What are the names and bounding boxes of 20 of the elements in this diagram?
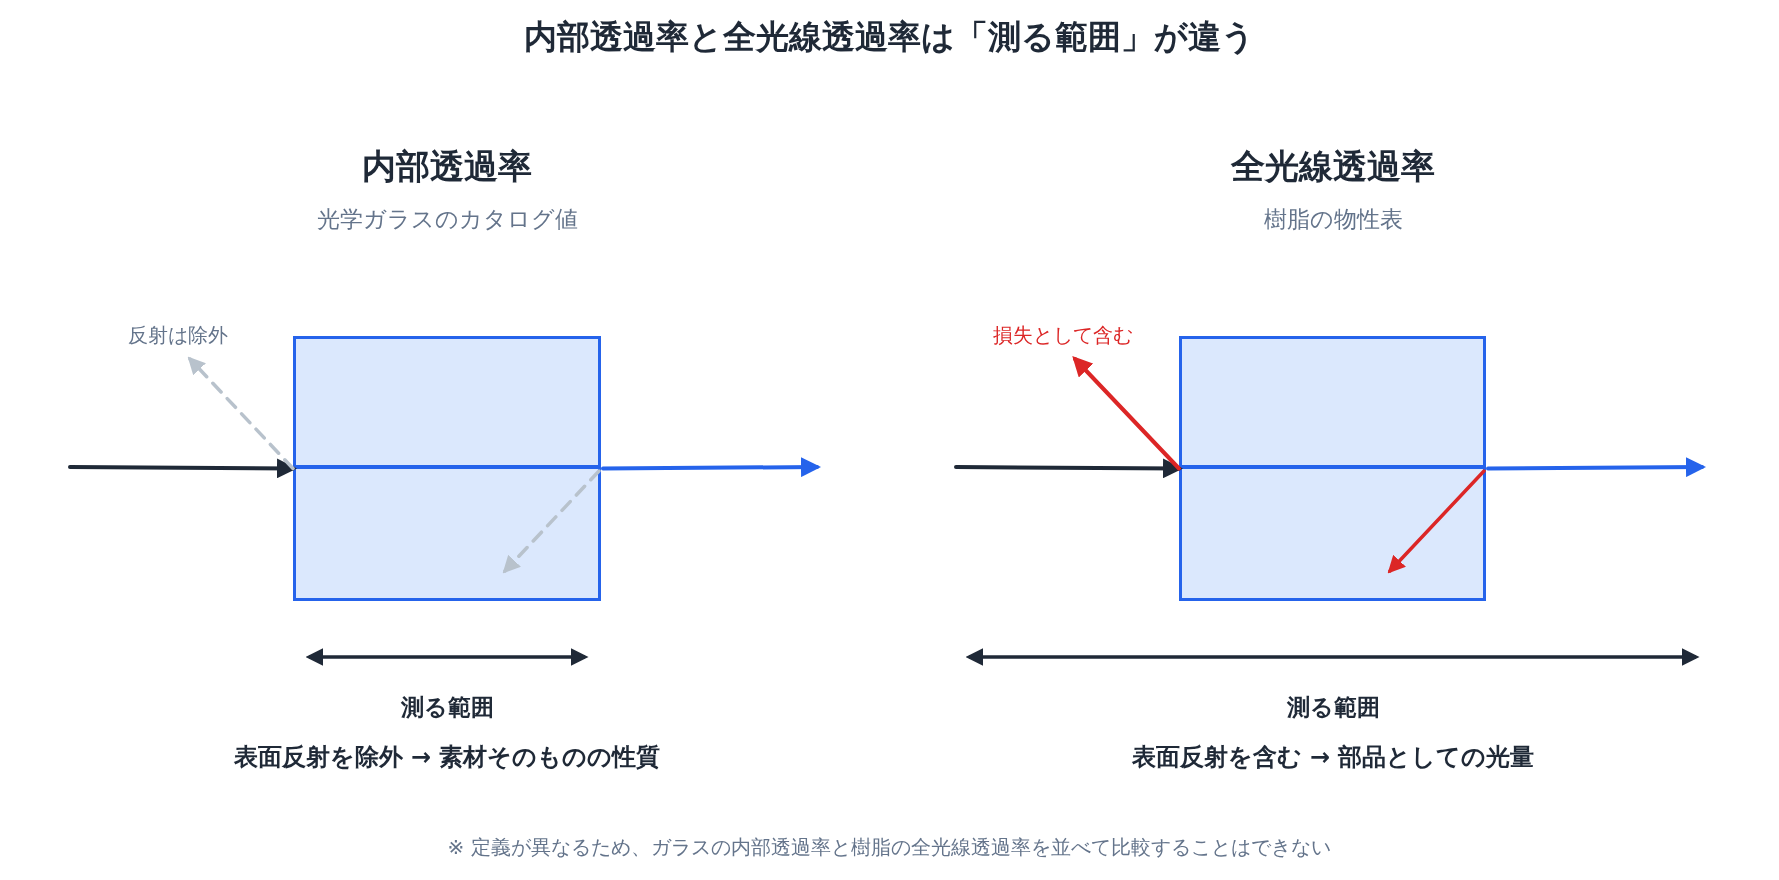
arrow <box>1486 457 1706 478</box>
range-description: 表面反射を除外 → 素材そのものの性質 <box>233 742 661 773</box>
range-label: 測る範囲 <box>400 692 494 722</box>
footnote: ※ 定義が異なるため、ガラスの内部透過率と樹脂の全光線透過率を並べて比較することはできない <box>447 833 1331 861</box>
callout-label: 反射は除外 <box>128 321 228 349</box>
arrow <box>954 458 1183 479</box>
column-heading: 全光線透過率 <box>1231 145 1435 188</box>
sample-block <box>293 336 601 601</box>
arrow <box>187 356 295 471</box>
arrow <box>1072 356 1181 471</box>
range-description: 表面反射を含む → 部品としての光量 <box>1131 742 1535 773</box>
sample-block <box>1179 336 1486 601</box>
arrow <box>601 457 821 478</box>
arrow <box>68 458 297 479</box>
range-label: 測る範囲 <box>1286 692 1380 722</box>
column-subtitle: 光学ガラスのカタログ値 <box>316 204 578 234</box>
column-heading: 内部透過率 <box>362 145 532 188</box>
callout-label: 損失として含む <box>993 321 1133 349</box>
title: 内部透過率と全光線透過率は「測る範囲」が違う <box>523 15 1255 58</box>
column-subtitle: 樹脂の物性表 <box>1263 204 1403 234</box>
